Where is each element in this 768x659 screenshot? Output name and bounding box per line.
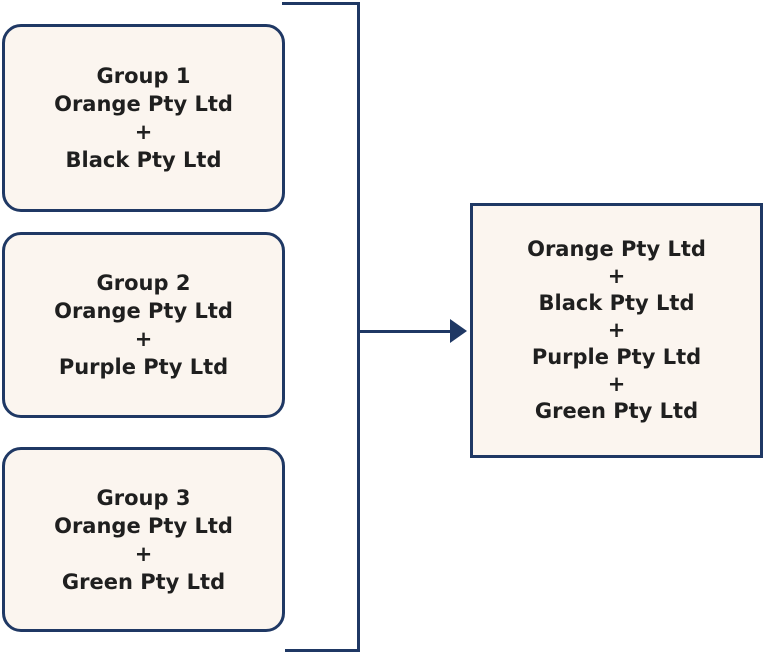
group-2-company-b: Purple Pty Ltd	[58, 355, 229, 379]
bracket-top-line	[282, 2, 360, 5]
group-box-1: Group 1 Orange Pty Ltd + Black Pty Ltd	[2, 24, 285, 212]
group-2-company-a: Orange Pty Ltd	[54, 299, 233, 323]
result-company-4: Green Pty Ltd	[534, 399, 699, 423]
group-1-plus-sign: +	[134, 120, 153, 144]
bracket-vertical-line	[357, 2, 360, 652]
group-1-company-a: Orange Pty Ltd	[54, 92, 233, 116]
group-2-title: Group 2	[96, 271, 191, 295]
group-3-plus-sign: +	[134, 541, 153, 566]
result-company-1: Orange Pty Ltd	[527, 237, 706, 261]
group-3-company-b: Green Pty Ltd	[61, 569, 226, 594]
bracket-bottom-line	[285, 649, 360, 652]
result-plus-sign: +	[607, 318, 626, 342]
merged-result-box: Orange Pty Ltd + Black Pty Ltd + Purple …	[470, 203, 763, 458]
result-company-3: Purple Pty Ltd	[531, 345, 702, 369]
arrow-right-icon	[450, 319, 467, 343]
group-3-company-a: Orange Pty Ltd	[54, 513, 233, 538]
group-box-2: Group 2 Orange Pty Ltd + Purple Pty Ltd	[2, 232, 285, 418]
group-2-plus-sign: +	[134, 327, 153, 351]
result-plus-sign: +	[607, 372, 626, 396]
arrow-shaft	[359, 330, 452, 333]
group-3-title: Group 3	[96, 485, 191, 510]
group-box-3: Group 3 Orange Pty Ltd + Green Pty Ltd	[2, 447, 285, 632]
group-1-company-b: Black Pty Ltd	[65, 148, 222, 172]
result-plus-sign: +	[607, 264, 626, 288]
result-company-2: Black Pty Ltd	[538, 291, 695, 315]
group-1-title: Group 1	[96, 64, 191, 88]
